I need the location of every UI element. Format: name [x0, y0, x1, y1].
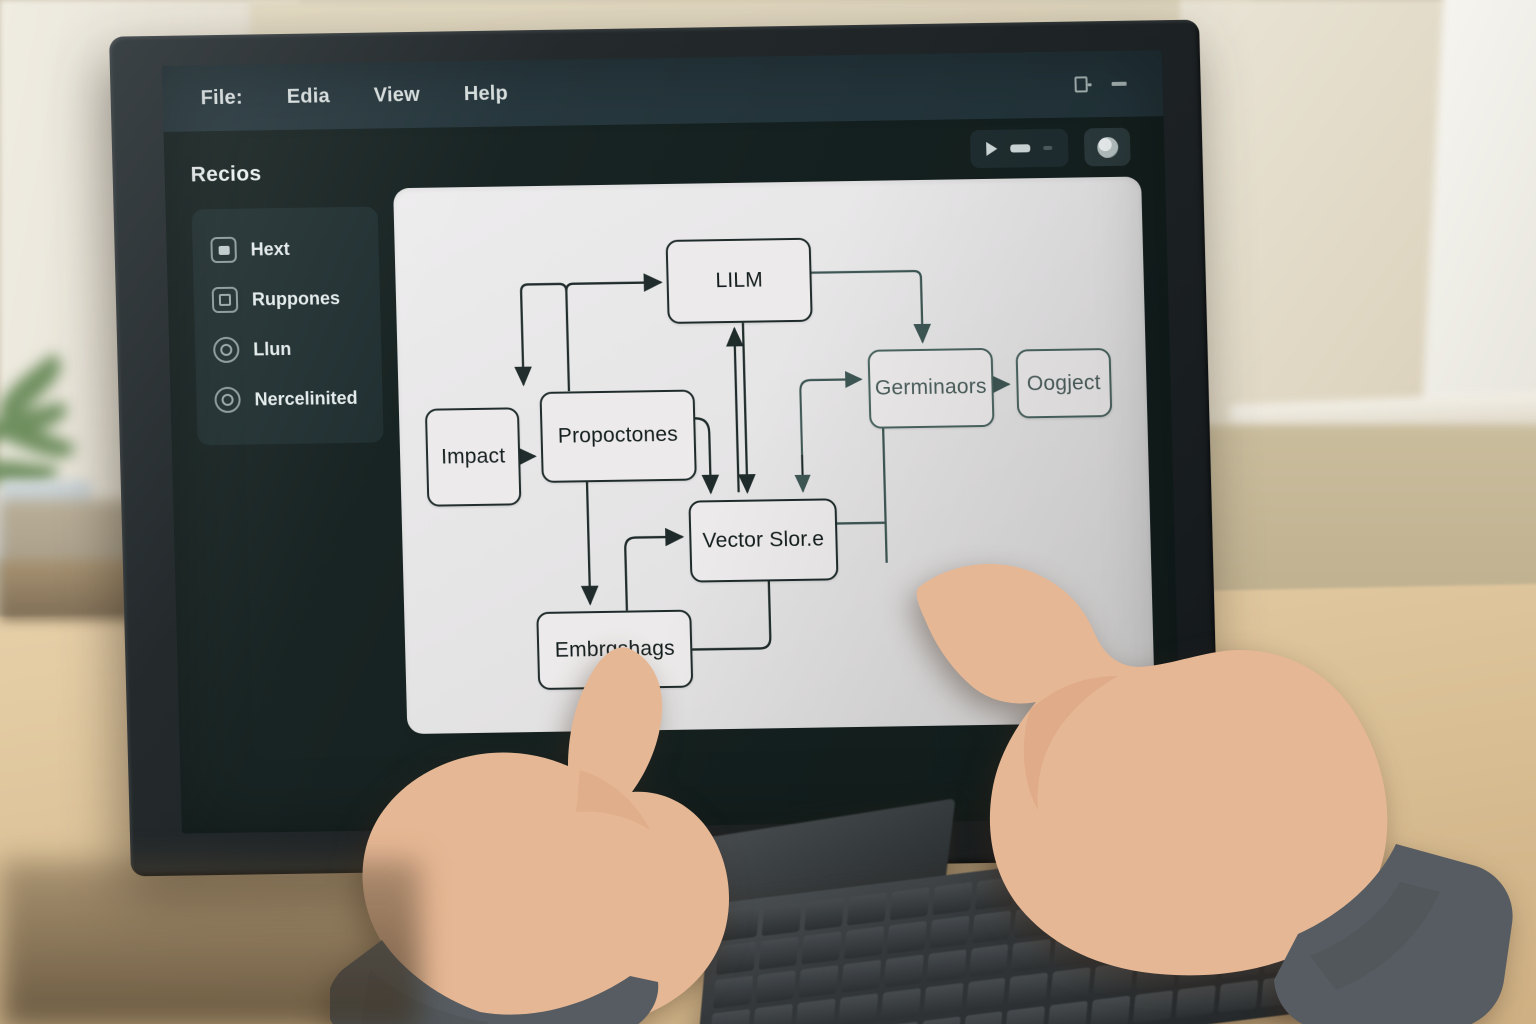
right-hand-pointing	[916, 564, 1513, 1024]
diagram-editor-app: File: Edia View Help Recios H	[161, 50, 1182, 834]
diagram-node-vectorstore[interactable]: Vector Slor.e	[688, 497, 839, 583]
monitor-screen: File: Edia View Help Recios H	[161, 50, 1182, 834]
play-icon[interactable]	[986, 141, 998, 156]
filled-square-icon	[210, 236, 238, 264]
window-controls	[1070, 74, 1135, 95]
diagram-node-label: Germinaors	[874, 375, 987, 401]
monitor: File: Edia View Help Recios H	[109, 19, 1221, 904]
bar-icon[interactable]	[1010, 144, 1031, 153]
menu-view[interactable]: View	[373, 83, 421, 107]
avatar-icon	[1096, 136, 1119, 158]
diagram-node-label: Oogject	[1026, 370, 1101, 395]
circle-ring-icon	[212, 336, 240, 364]
sidebar-item-llun[interactable]: Llun	[205, 323, 372, 376]
hollow-square-icon	[211, 286, 239, 314]
sidebar-panel: Hext Ruppones Llun Nercelinited	[191, 206, 384, 446]
diagram-node-label: Propoctones	[557, 422, 679, 448]
app-body: Recios Hext Ruppones Llun	[163, 116, 1182, 834]
menubar-spacer	[552, 85, 1027, 92]
menu-edia[interactable]: Edia	[286, 84, 331, 108]
diagram-node-label: Vector Slor.e	[702, 527, 825, 553]
sidebar-item-nercelinited[interactable]: Nercelinited	[206, 373, 373, 426]
avatar-button[interactable]	[1083, 127, 1131, 167]
diagram-node-impact[interactable]: Impact	[424, 407, 522, 508]
sidebar-item-label: Ruppones	[251, 287, 341, 309]
sidebar-item-hext[interactable]: Hext	[202, 223, 369, 276]
desk-front-shadow	[0, 860, 420, 1024]
restore-window-icon[interactable]	[1070, 74, 1091, 94]
sidebar-item-label: Hext	[250, 238, 290, 259]
diagram-node-propoctones[interactable]: Propoctones	[539, 389, 697, 483]
sidebar-item-label: Llun	[253, 338, 292, 359]
diagram-node-label: LILM	[715, 268, 764, 293]
diagram-node-germinaors[interactable]: Germinaors	[867, 348, 995, 429]
menu-file[interactable]: File:	[200, 86, 244, 109]
dim-indicator-icon	[1043, 145, 1053, 151]
diagram-node-oogject[interactable]: Oogject	[1015, 348, 1113, 419]
diagram-edges	[514, 269, 1011, 651]
sidebar-item-label: Nercelinited	[254, 387, 358, 409]
diagram-node-lilm[interactable]: LILM	[665, 238, 813, 325]
circle-ring-icon	[214, 386, 241, 414]
minimize-window-icon[interactable]	[1108, 74, 1129, 94]
sidebar-title: Recios	[190, 162, 262, 187]
sidebar-item-ruppones[interactable]: Ruppones	[203, 273, 370, 326]
diagram-node-label: Impact	[440, 444, 506, 469]
playback-controls[interactable]	[969, 128, 1069, 169]
menu-help[interactable]: Help	[463, 81, 509, 105]
